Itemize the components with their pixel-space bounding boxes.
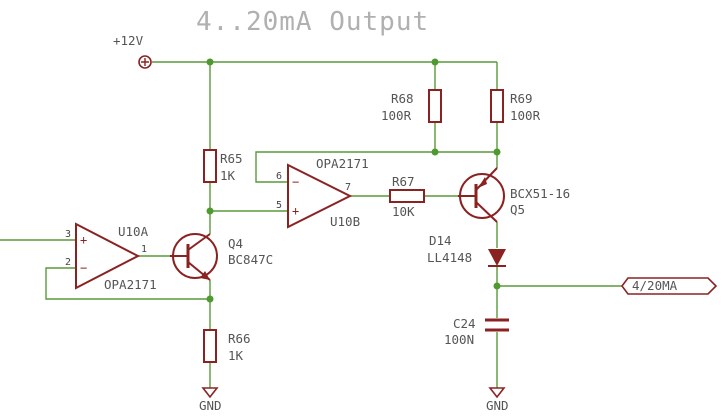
junctions — [206, 58, 501, 303]
u10a-pin-minus: 2 — [65, 257, 71, 268]
output-port: 4/20MA — [621, 277, 718, 295]
resistor-r68: R68 100R — [381, 89, 442, 123]
resistor-r65: R65 1K — [203, 149, 243, 183]
wires — [0, 61, 622, 388]
r69-value: 100R — [510, 108, 541, 123]
q4-name: Q4 — [228, 236, 243, 251]
u10a-part: OPA2171 — [104, 277, 157, 292]
r66-value: 1K — [228, 348, 244, 363]
u10b-part: OPA2171 — [316, 156, 369, 171]
u10b-name: U10B — [330, 214, 360, 229]
r65-value: 1K — [220, 168, 236, 183]
supply-symbol: +12V — [113, 33, 152, 69]
opamp-minus-sign: − — [292, 175, 299, 189]
junction-dot — [206, 207, 214, 215]
opamp-u10a: + − 3 2 1 U10A OPA2171 — [65, 222, 157, 292]
c24-value: 100N — [444, 332, 474, 347]
schematic-title: 4..20mA Output — [196, 7, 429, 37]
r68-value: 100R — [381, 108, 412, 123]
ground-label: GND — [486, 398, 509, 413]
r67-name: R67 — [392, 174, 415, 189]
r66-name: R66 — [228, 331, 251, 346]
r68-name: R68 — [391, 91, 414, 106]
u10b-pin-out: 7 — [345, 182, 351, 193]
resistor-r69: R69 100R — [490, 89, 541, 123]
ground-label: GND — [199, 398, 222, 413]
r69-name: R69 — [510, 91, 533, 106]
output-port-label: 4/20MA — [632, 278, 678, 293]
r65-name: R65 — [220, 151, 243, 166]
transistor-q5: BCX51-16 Q5 — [458, 167, 570, 223]
junction-dot — [206, 58, 214, 66]
q5-part: BCX51-16 — [510, 186, 570, 201]
opamp-u10b: − + 6 5 7 OPA2171 U10B — [276, 156, 369, 229]
wire-u10a-feedback — [45, 267, 210, 300]
u10b-pin-minus: 6 — [276, 171, 282, 182]
u10a-pin-plus: 3 — [65, 229, 71, 240]
d14-part: LL4148 — [427, 250, 472, 265]
u10a-pin-out: 1 — [141, 244, 147, 255]
u10a-name: U10A — [118, 224, 149, 239]
c24-name: C24 — [453, 316, 476, 331]
wire-u10b-minus — [255, 151, 497, 183]
supply-label: +12V — [113, 33, 144, 48]
junction-dot — [431, 148, 439, 156]
q4-part: BC847C — [228, 252, 273, 267]
transistor-q4: Q4 BC847C — [170, 233, 273, 281]
junction-dot — [206, 295, 214, 303]
capacitor-c24: C24 100N — [444, 316, 509, 347]
resistor-r66: R66 1K — [203, 329, 251, 363]
junction-dot — [493, 282, 501, 290]
junction-dot — [493, 148, 501, 156]
r67-value: 10K — [392, 204, 415, 219]
resistor-r67: R67 10K — [389, 174, 425, 219]
d14-name: D14 — [429, 233, 452, 248]
ground-left: GND — [199, 387, 222, 413]
u10b-pin-plus: 5 — [276, 200, 282, 211]
opamp-plus-sign: + — [80, 233, 87, 247]
junction-dot — [431, 58, 439, 66]
q5-name: Q5 — [510, 202, 525, 217]
opamp-plus-sign: + — [292, 204, 299, 218]
ground-right: GND — [486, 387, 509, 413]
diode-d14: D14 LL4148 — [427, 233, 506, 267]
opamp-minus-sign: − — [80, 261, 87, 275]
